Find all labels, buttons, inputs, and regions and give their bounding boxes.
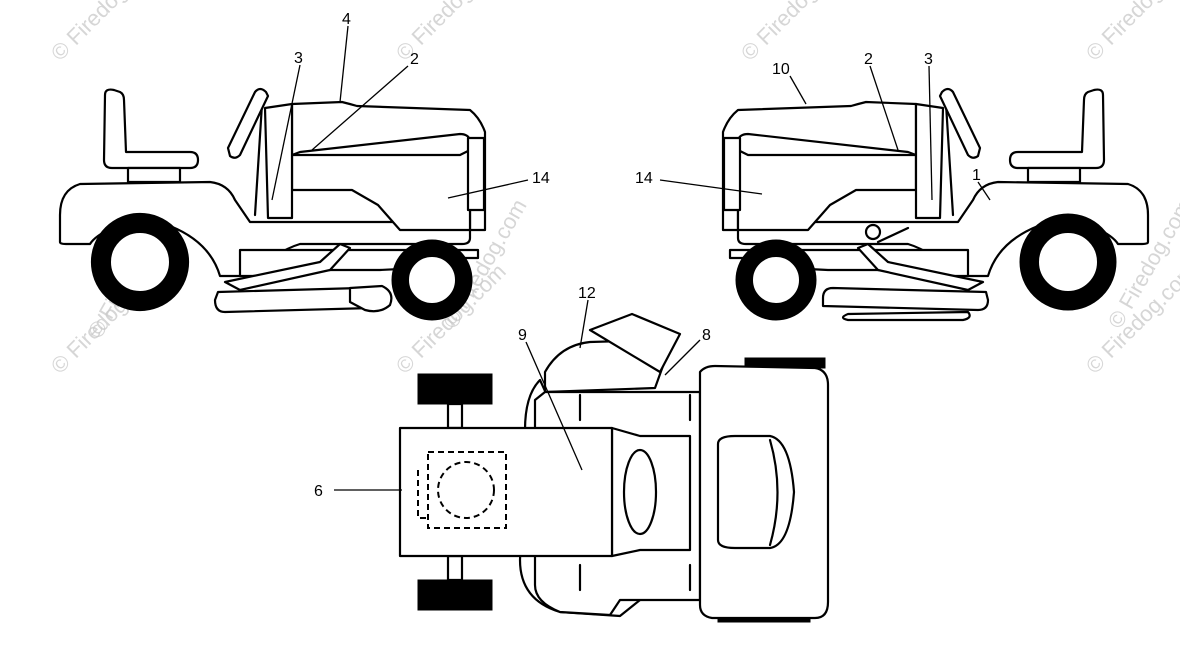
- watermark: © Firedog.com: [46, 0, 166, 66]
- steering-wheel: [622, 448, 658, 536]
- callout-3-right: 3: [924, 51, 933, 68]
- engine-outline: [417, 470, 428, 519]
- callout-8: 8: [702, 327, 711, 344]
- footrest: [856, 242, 985, 292]
- dash-panel: [914, 102, 945, 220]
- chute-deflector: [588, 312, 682, 374]
- leader-8: [664, 339, 701, 376]
- callout-2-right: 2: [864, 51, 873, 68]
- mower-deck: [821, 286, 990, 312]
- callout-14-right: 14: [635, 170, 653, 187]
- tractor-left-side-view: [58, 87, 487, 321]
- leader-2-left: [311, 65, 409, 151]
- front-right-tire: [417, 579, 493, 611]
- callout-6: 6: [314, 483, 323, 500]
- lift-lever-knob: [864, 223, 882, 241]
- seat: [102, 88, 200, 170]
- front-axle-stub: [446, 554, 464, 582]
- front-hub: [407, 255, 457, 305]
- seat-back-line: [768, 438, 779, 547]
- leader-14-right: [659, 179, 763, 195]
- engine-flywheel-outline: [437, 461, 495, 519]
- leader-12: [579, 299, 589, 349]
- leader-3-left: [271, 64, 301, 201]
- dash-panel: [263, 102, 294, 220]
- seat: [1008, 88, 1106, 170]
- leader-1: [977, 181, 991, 201]
- leader-lines: [271, 25, 991, 491]
- hood: [721, 100, 918, 232]
- hood: [290, 100, 487, 232]
- callout-9: 9: [518, 327, 527, 344]
- tractor-right-side-view: [721, 87, 1150, 322]
- deck-skirt: [841, 310, 971, 322]
- deck-chute: [348, 284, 393, 313]
- mower-deck: [213, 286, 374, 314]
- grille: [466, 136, 486, 212]
- front-axle-stub: [446, 402, 464, 430]
- grille: [722, 136, 742, 212]
- front-left-tire: [417, 373, 493, 405]
- engine-outline: [427, 451, 507, 529]
- lift-lever: [876, 226, 910, 244]
- leader-14-left: [447, 179, 529, 199]
- watermark: © Firedog.com: [391, 0, 511, 66]
- callout-1: 1: [972, 167, 981, 184]
- seat-top: [716, 434, 796, 550]
- seat-base: [126, 166, 182, 184]
- leader-9: [525, 341, 583, 471]
- hood-top: [398, 426, 614, 558]
- callout-3-left: 3: [294, 50, 303, 67]
- steering-column: [253, 102, 264, 217]
- footrest: [223, 242, 352, 292]
- leader-10: [789, 75, 807, 105]
- steering-column: [944, 102, 955, 217]
- callout-10: 10: [772, 61, 790, 78]
- leader-3-right: [928, 65, 933, 201]
- hood-side-panel: [736, 148, 918, 232]
- seat-base: [1026, 166, 1082, 184]
- leader-2-right: [869, 65, 899, 151]
- rear-hub: [109, 231, 171, 293]
- tractor-top-view: [398, 312, 830, 623]
- front-hub: [751, 255, 801, 305]
- hood-side-panel: [290, 148, 472, 232]
- callout-12: 12: [578, 285, 596, 302]
- callout-labels: 4 3 2 14 10 2 3 14 1 12 9 8 6: [294, 11, 981, 500]
- rear-hub: [1037, 231, 1099, 293]
- callout-14-left: 14: [532, 170, 550, 187]
- steering-wheel: [938, 87, 982, 159]
- callout-4: 4: [342, 11, 351, 28]
- watermark: © Firedog.com: [1081, 0, 1180, 66]
- callout-2-left: 2: [410, 51, 419, 68]
- steering-wheel: [226, 87, 270, 159]
- leader-4: [339, 25, 349, 103]
- watermark: © Firedog.com: [736, 0, 856, 66]
